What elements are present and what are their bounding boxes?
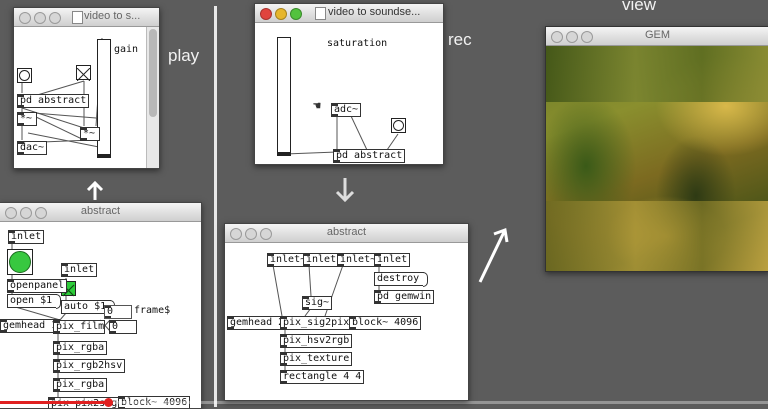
adc-object[interactable]: adc~ <box>331 103 362 117</box>
zoom-button[interactable] <box>35 207 47 219</box>
minimize-button[interactable] <box>20 207 32 219</box>
pix-rgba-object-1[interactable]: pix_rgba <box>53 341 108 355</box>
video-progress-fill <box>0 401 110 404</box>
zoom-button[interactable] <box>260 228 272 240</box>
divider-line <box>214 6 217 407</box>
pix-rgb2hsv-object[interactable]: pix_rgb2hsv <box>53 359 126 373</box>
document-icon <box>315 7 326 20</box>
inlet-signal-object-1[interactable]: inlet~ <box>267 253 310 267</box>
inlet-signal-object-2[interactable]: inlet~ <box>337 253 380 267</box>
window-title: video to soundse... <box>328 6 421 18</box>
video-bottom-band <box>546 201 768 271</box>
rectangle-object[interactable]: rectangle 4 4 <box>280 370 365 384</box>
multiply-signal-object-2[interactable]: *~ <box>80 127 100 141</box>
document-icon <box>72 11 83 24</box>
pix-rgba-object-2[interactable]: pix_rgba <box>53 378 108 392</box>
bang-button[interactable] <box>391 118 406 133</box>
frame-label: frame$ <box>134 305 171 316</box>
zoom-button[interactable] <box>49 12 61 24</box>
patch-cables <box>284 115 399 155</box>
window-title: abstract <box>326 226 367 238</box>
play-patch-window: video to s... gain pd abstract *~ *~ dac… <box>13 7 160 169</box>
hand-cursor-icon: ☚ <box>313 99 321 114</box>
minimize-button[interactable] <box>245 228 257 240</box>
close-button[interactable] <box>19 12 31 24</box>
gain-label: gain <box>114 44 139 55</box>
minimize-button[interactable] <box>275 8 287 20</box>
window-title: GEM <box>644 29 671 41</box>
gain-slider-fill <box>98 154 110 157</box>
pd-abstract-object[interactable]: pd abstract <box>333 149 406 163</box>
scrollbar-thumb[interactable] <box>149 29 157 117</box>
arrow-up-icon <box>86 180 104 200</box>
window-title: video to s... <box>84 10 141 22</box>
gain-slider[interactable] <box>97 39 111 158</box>
bang-button[interactable] <box>17 68 32 83</box>
toggle-checkbox[interactable] <box>76 65 91 82</box>
minimize-button[interactable] <box>566 31 578 43</box>
destroy-message[interactable]: destroy <box>374 272 429 287</box>
gem-window-titlebar[interactable]: GEM <box>546 27 768 46</box>
play-toggle-bang[interactable] <box>7 249 33 275</box>
rec-patch-window: video to soundse... saturation ☚ adc~ pd… <box>254 3 444 165</box>
pd-gemwin-object[interactable]: pd gemwin <box>374 290 435 304</box>
close-button[interactable] <box>5 207 17 219</box>
saturation-label: saturation <box>327 38 388 49</box>
pd-abstract-object[interactable]: pd abstract <box>17 94 90 108</box>
video-top-band <box>546 46 768 102</box>
gem-video-output <box>546 46 768 271</box>
abstract-left-window: abstract inlet inlet openpanel open $1 a… <box>0 202 202 409</box>
close-button[interactable] <box>260 8 272 20</box>
gem-window: GEM <box>545 26 768 272</box>
pix-texture-object[interactable]: pix_texture <box>280 352 353 366</box>
inlet-object-1[interactable]: inlet <box>8 230 45 244</box>
gemhead-object[interactable]: gemhead 2 <box>227 316 288 330</box>
video-progress-track[interactable] <box>0 398 768 407</box>
openpanel-object[interactable]: openpanel <box>7 279 68 293</box>
inlet-object[interactable]: inlet <box>303 253 340 267</box>
window-title: abstract <box>80 205 121 217</box>
zoom-button[interactable] <box>581 31 593 43</box>
inlet-object-2[interactable]: inlet <box>61 263 98 277</box>
close-button[interactable] <box>551 31 563 43</box>
abstract-right-titlebar[interactable]: abstract <box>225 224 468 243</box>
saturation-slider-fill <box>278 152 290 155</box>
abstract-right-window: abstract inlet~ inlet inlet~ inlet destr… <box>224 223 469 401</box>
pix-hsv2rgb-object[interactable]: pix_hsv2rgb <box>280 334 353 348</box>
minimize-button[interactable] <box>34 12 46 24</box>
rec-window-titlebar[interactable]: video to soundse... <box>255 4 443 23</box>
block-object[interactable]: block~ 4096 <box>349 316 422 330</box>
saturation-slider[interactable] <box>277 37 291 156</box>
pix-sig2pix-object[interactable]: pix_sig2pix~ <box>280 316 359 330</box>
zoom-button[interactable] <box>290 8 302 20</box>
gemhead-object[interactable]: gemhead 1 <box>0 319 61 333</box>
view-label: view <box>622 0 657 14</box>
abstract-left-titlebar[interactable]: abstract <box>0 203 201 222</box>
rec-label: rec <box>448 30 472 49</box>
vertical-scrollbar[interactable] <box>146 27 159 168</box>
number-box-2[interactable]: 0 <box>109 320 137 334</box>
play-window-titlebar[interactable]: video to s... <box>14 8 159 27</box>
auto-message[interactable]: auto $1 <box>61 300 116 315</box>
open-message[interactable]: open $1 <box>7 294 62 309</box>
play-label: play <box>168 46 200 65</box>
number-box-1[interactable]: 0 <box>104 305 132 319</box>
sig-object[interactable]: sig~ <box>302 296 333 310</box>
video-progress-knob[interactable] <box>104 398 113 407</box>
close-button[interactable] <box>230 228 242 240</box>
dac-object[interactable]: dac~ <box>17 141 48 155</box>
inlet-control-object[interactable]: inlet <box>374 253 411 267</box>
arrow-down-icon <box>335 178 355 203</box>
multiply-signal-object-1[interactable]: *~ <box>17 112 37 126</box>
pix-film-object[interactable]: pix_film <box>53 320 105 334</box>
arrow-diagonal-icon <box>478 227 509 283</box>
